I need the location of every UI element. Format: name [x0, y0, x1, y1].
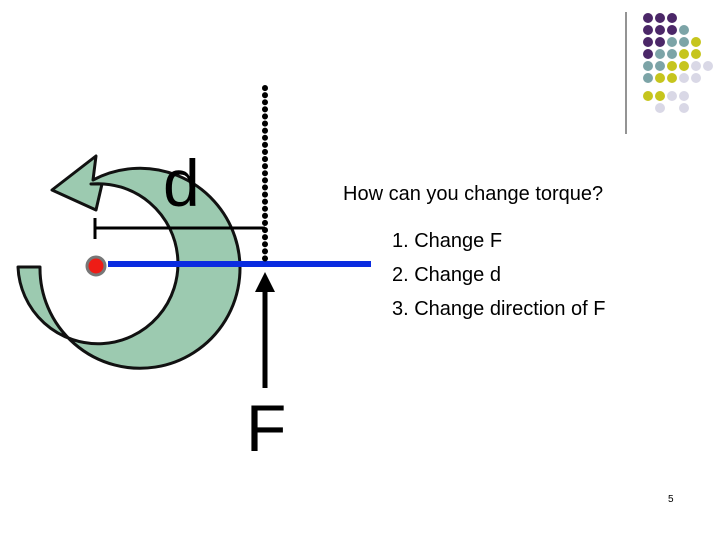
decorative-dot — [643, 25, 653, 35]
distance-label: d — [163, 146, 200, 220]
decorative-dot — [679, 25, 689, 35]
decorative-dot — [667, 13, 677, 23]
force-label: F — [246, 391, 287, 465]
decorative-dot — [655, 49, 665, 59]
decorative-dot — [691, 37, 701, 47]
decorative-dot — [655, 73, 665, 83]
counterclockwise-arrow-icon — [16, 154, 242, 370]
decorative-dot — [643, 91, 653, 101]
decorative-dot — [667, 25, 677, 35]
answer-list: 1. Change F 2. Change d 3. Change direct… — [392, 228, 632, 322]
decorative-dot — [655, 91, 665, 101]
decorative-dot — [643, 73, 653, 83]
decorative-dot — [679, 73, 689, 83]
decorative-dot — [691, 49, 701, 59]
decorative-dot — [655, 37, 665, 47]
decorative-dot — [703, 61, 713, 71]
decorative-dot — [679, 61, 689, 71]
decorative-dot — [655, 13, 665, 23]
pivot-dot-icon — [85, 255, 107, 277]
decorative-dot — [643, 13, 653, 23]
decorative-dot — [667, 37, 677, 47]
up-arrow-icon — [255, 272, 275, 292]
answer-item: 3. Change direction of F — [392, 298, 606, 320]
answer-item: 2. Change d — [392, 264, 501, 286]
page-number: 5 — [668, 494, 674, 505]
decorative-dot — [643, 37, 653, 47]
decorative-dot — [691, 61, 701, 71]
decorative-dot-grid — [643, 13, 713, 113]
decorative-dot — [679, 91, 689, 101]
decorative-dot — [643, 49, 653, 59]
decorative-dot — [667, 73, 677, 83]
decorative-dot — [667, 91, 677, 101]
decorative-dot — [667, 61, 677, 71]
decorative-dot — [667, 49, 677, 59]
decorative-dot — [643, 61, 653, 71]
answer-item: 1. Change F — [392, 230, 503, 252]
question-text: How can you change torque? — [343, 183, 604, 205]
decorative-dot — [655, 103, 665, 113]
decorative-dot — [691, 73, 701, 83]
decorative-dot — [679, 49, 689, 59]
decorative-dot — [655, 25, 665, 35]
decorative-dot — [679, 37, 689, 47]
decorative-dot — [655, 61, 665, 71]
decorative-dot — [679, 103, 689, 113]
